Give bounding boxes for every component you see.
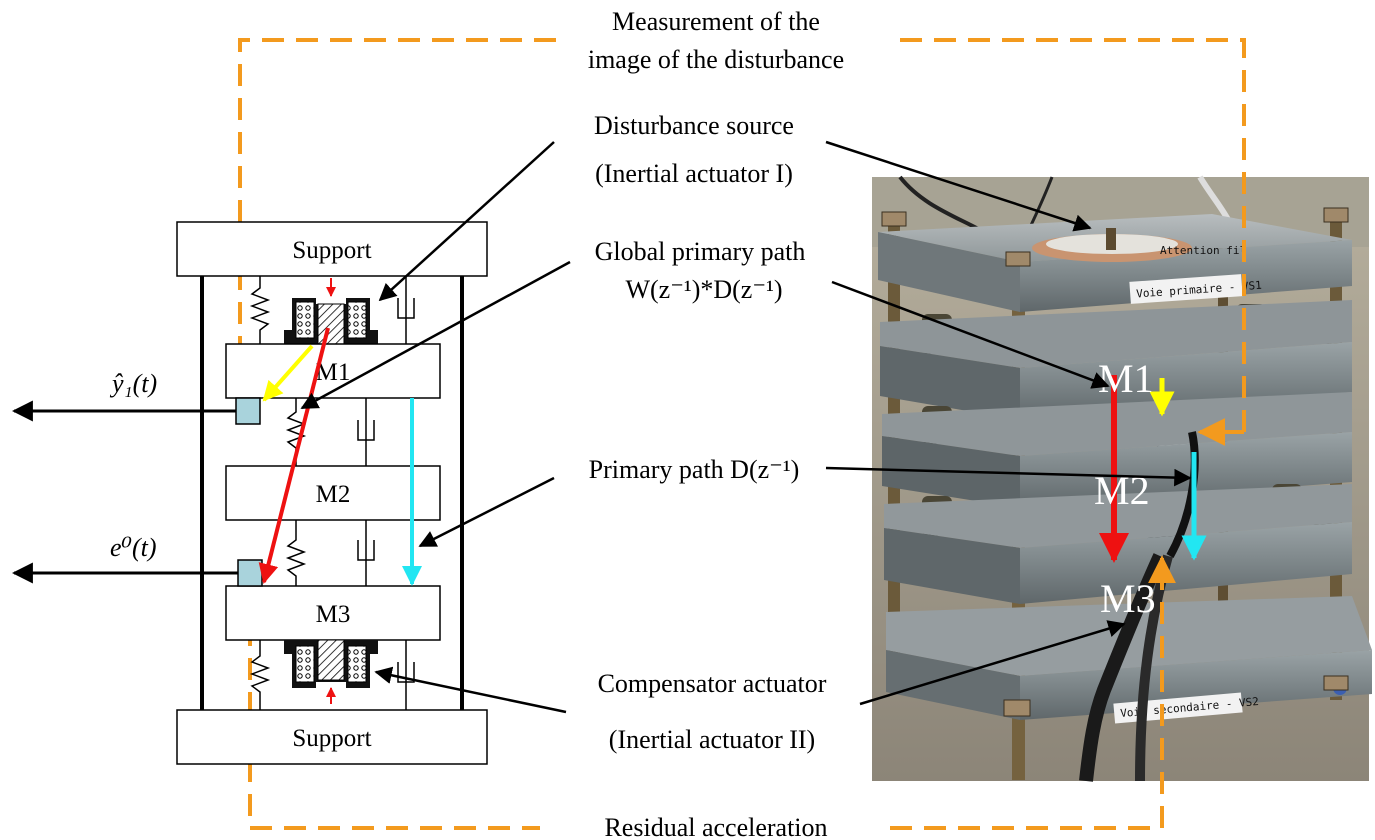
primary-path-label: Primary path D(z⁻¹) xyxy=(589,455,800,484)
global-path-label-line-1: Global primary path xyxy=(595,237,806,266)
measurement-label-line-2: image of the disturbance xyxy=(588,45,844,74)
photo-label-m3: M3 xyxy=(1100,576,1156,621)
callout-arrows xyxy=(300,140,1192,714)
mass-m3-label: M3 xyxy=(316,601,351,628)
compensator-label-line-1: Compensator actuator xyxy=(598,669,827,698)
global-path-arrow xyxy=(258,327,330,584)
residual-label: Residual acceleration xyxy=(604,813,827,840)
sticker-label: Attention fil xyxy=(1160,244,1246,257)
mass-m2-label: M2 xyxy=(316,481,351,508)
mass-m3: M3 xyxy=(225,585,441,641)
compensator-label-line-2: (Inertial actuator II) xyxy=(609,725,815,754)
signal-y1-hat: ŷ₁(t) xyxy=(109,369,157,398)
plate-m1 xyxy=(880,300,1352,420)
measurement-label-line-1: Measurement of the xyxy=(612,7,820,36)
test-bench-photo: Voie primaire - VS1 Attention fil xyxy=(872,175,1372,782)
global-path-label-line-2: W(z⁻¹)*D(z⁻¹) xyxy=(625,275,782,304)
photo-label-m1: M1 xyxy=(1098,356,1154,401)
support-top-label: Support xyxy=(292,237,371,264)
spring-damper-row-2 xyxy=(285,398,375,466)
inertial-actuator-1 xyxy=(284,278,378,345)
nuts xyxy=(881,207,1349,717)
spring-damper-row-1 xyxy=(249,276,415,344)
support-top: Support xyxy=(176,221,488,277)
schematic: Support M1 M2 xyxy=(11,221,488,765)
mass-m2: M2 xyxy=(225,465,441,521)
sensor-e0 xyxy=(237,559,263,587)
sensor-y1 xyxy=(235,397,261,425)
mass-m1-label: M1 xyxy=(316,359,351,386)
support-bottom-label: Support xyxy=(292,725,371,752)
disturbance-label-line-2: (Inertial actuator I) xyxy=(595,159,793,188)
top-plate: Voie primaire - VS1 Attention fil xyxy=(878,214,1352,312)
inertial-actuator-2 xyxy=(284,639,378,704)
signal-e0: e⁰(t) xyxy=(110,533,157,562)
spring-damper-row-3 xyxy=(285,520,375,586)
support-bottom: Support xyxy=(176,709,488,765)
measurement-path-arrow xyxy=(262,344,314,402)
disturbance-label-line-1: Disturbance source xyxy=(594,111,794,140)
